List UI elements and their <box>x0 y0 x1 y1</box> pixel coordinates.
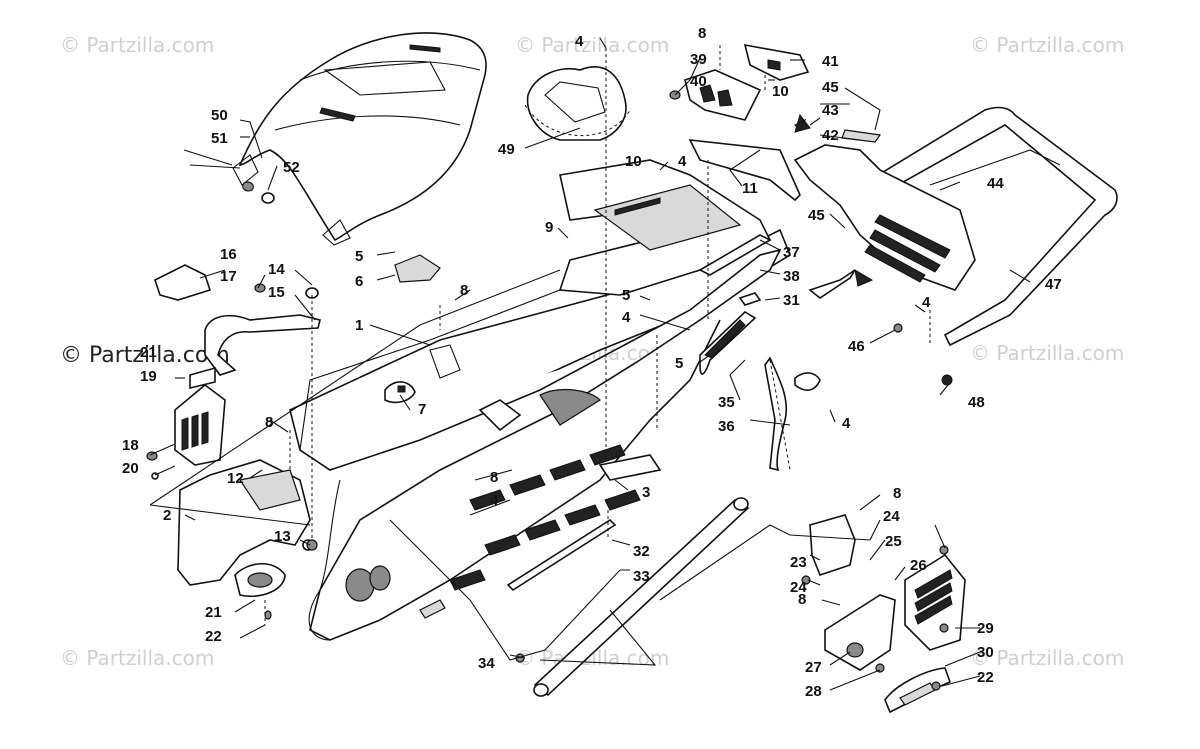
left-components <box>154 164 321 466</box>
leader-lines <box>149 37 1031 691</box>
snow-flap <box>793 113 976 299</box>
callout-41: 41 <box>822 53 839 70</box>
callout-28: 28 <box>805 683 822 700</box>
callout-15: 15 <box>268 284 285 301</box>
callout-29: 29 <box>977 620 994 637</box>
callout-22: 22 <box>205 628 222 645</box>
callout-8c: 8 <box>265 414 273 431</box>
callout-33: 33 <box>633 568 650 585</box>
callout-42: 42 <box>822 127 839 144</box>
callout-37: 37 <box>783 244 800 261</box>
callout-23: 23 <box>790 554 807 571</box>
tunnel <box>289 159 791 641</box>
callout-4c: 4 <box>622 309 631 326</box>
callout-7: 7 <box>418 401 426 418</box>
callout-48: 48 <box>968 394 985 411</box>
callout-8f: 8 <box>798 591 806 608</box>
callout-3: 3 <box>642 484 650 501</box>
callout-5b: 5 <box>622 287 630 304</box>
callout-50: 50 <box>211 107 228 124</box>
cover-parts <box>384 254 441 404</box>
callout-24b: 24 <box>790 579 807 596</box>
callout-27: 27 <box>805 659 822 676</box>
callout-43: 43 <box>822 102 839 119</box>
callout-4-rear: 4 <box>922 294 931 311</box>
callout-36: 36 <box>718 418 735 435</box>
callout-12: 12 <box>227 470 244 487</box>
callout-8e: 8 <box>893 485 901 502</box>
watermark: © Partzilla.com <box>970 33 1124 57</box>
callout-39: 39 <box>690 51 707 68</box>
callout-46: 46 <box>848 338 865 355</box>
callout-31: 31 <box>783 292 800 309</box>
callout-2: 2 <box>163 507 171 524</box>
callout-4b: 4 <box>678 153 687 170</box>
watermark-dark: © Partzilla.com <box>60 343 230 368</box>
callout-10b: 10 <box>625 153 642 170</box>
callout-34: 34 <box>478 655 495 672</box>
callout-9: 9 <box>545 219 553 236</box>
front-bracket <box>177 459 314 597</box>
callout-8b: 8 <box>460 282 468 299</box>
callout-19: 19 <box>140 368 157 385</box>
callout-5c: 5 <box>675 355 683 372</box>
callout-45: 45 <box>822 79 839 96</box>
callout-44: 44 <box>987 175 1004 192</box>
callout-labels: 50 51 52 49 4 8 39 40 41 10 45 43 42 44 … <box>122 25 1062 700</box>
seat <box>183 32 487 246</box>
callout-6: 6 <box>355 273 363 290</box>
callout-11: 11 <box>742 180 758 197</box>
callout-4: 4 <box>575 33 584 50</box>
callout-21: 21 <box>205 604 222 621</box>
callout-52: 52 <box>283 159 300 176</box>
callout-22b: 22 <box>977 669 994 686</box>
callout-35: 35 <box>718 394 735 411</box>
callout-49: 49 <box>498 141 515 158</box>
callout-18: 18 <box>122 437 139 454</box>
callout-47: 47 <box>1045 276 1062 293</box>
callout-16: 16 <box>220 246 237 263</box>
callout-8d: 8 <box>490 469 498 486</box>
callout-4e: 4 <box>842 415 851 432</box>
fasteners <box>146 283 953 691</box>
right-lower-brackets <box>809 514 966 714</box>
watermarks: © Partzilla.com © Partzilla.com © Partzi… <box>60 33 1124 670</box>
watermark: © Partzilla.com <box>970 341 1124 365</box>
watermark: © Partzilla.com <box>60 646 214 670</box>
callout-30: 30 <box>977 644 994 661</box>
callout-13: 13 <box>274 528 291 545</box>
callout-4d: 4 <box>490 492 499 509</box>
callout-45b: 45 <box>808 207 825 224</box>
storage-bag <box>524 66 631 141</box>
dashed-leaders <box>264 45 931 625</box>
callout-24: 24 <box>883 508 900 525</box>
watermark: © Partzilla.com <box>60 33 214 57</box>
callout-38: 38 <box>783 268 800 285</box>
tunnel-rod <box>506 497 750 697</box>
callout-21-overlap: 21 <box>140 344 157 361</box>
callout-40: 40 <box>690 73 707 90</box>
callout-8: 8 <box>698 25 706 42</box>
callout-25: 25 <box>885 533 902 550</box>
callout-1: 1 <box>355 317 363 334</box>
callout-14: 14 <box>268 261 285 278</box>
callout-51: 51 <box>211 130 228 147</box>
callout-32: 32 <box>633 543 650 560</box>
watermark: © Partzilla.com <box>970 646 1124 670</box>
callout-5: 5 <box>355 248 363 265</box>
callout-10: 10 <box>772 83 789 100</box>
callout-17: 17 <box>220 268 237 285</box>
callout-20: 20 <box>122 460 139 477</box>
callout-26: 26 <box>910 557 927 574</box>
watermark: © Partzilla.com <box>515 33 669 57</box>
